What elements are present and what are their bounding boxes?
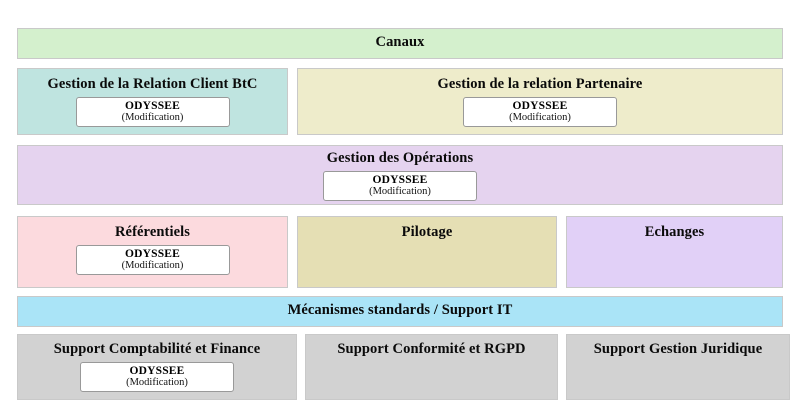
capability-panel-echanges: Echanges bbox=[566, 216, 783, 288]
odyssee-state: (Modification) bbox=[126, 377, 188, 388]
panel-title-canaux: Canaux bbox=[375, 34, 425, 50]
panel-title-referentiels: Référentiels bbox=[114, 224, 190, 240]
panel-title-relation-client-btc: Gestion de la Relation Client BtC bbox=[47, 76, 258, 92]
odyssee-box-relation-partenaire[interactable]: ODYSSEE(Modification) bbox=[463, 96, 617, 128]
capability-panel-mecanismes-standards: Mécanismes standards / Support IT bbox=[17, 296, 783, 327]
capability-panel-canaux: Canaux bbox=[17, 28, 783, 59]
capability-panel-support-conformite-rgpd: Support Conformité et RGPD bbox=[305, 334, 558, 400]
capability-panel-support-gestion-juridique: Support Gestion Juridique bbox=[566, 334, 790, 400]
odyssee-label: ODYSSEE bbox=[512, 99, 568, 112]
odyssee-box-referentiels[interactable]: ODYSSEE(Modification) bbox=[75, 244, 230, 276]
odyssee-box-support-comptabilite-finance[interactable]: ODYSSEE(Modification) bbox=[80, 361, 234, 393]
odyssee-state: (Modification) bbox=[121, 260, 184, 271]
odyssee-state: (Modification) bbox=[509, 112, 571, 123]
odyssee-state: (Modification) bbox=[121, 112, 184, 123]
odyssee-label: ODYSSEE bbox=[372, 173, 428, 186]
odyssee-label: ODYSSEE bbox=[124, 99, 181, 112]
panel-title-relation-partenaire: Gestion de la relation Partenaire bbox=[437, 76, 643, 92]
odyssee-box-gestion-operations[interactable]: ODYSSEE(Modification) bbox=[323, 170, 477, 202]
capability-panel-relation-client-btc: Gestion de la Relation Client BtC ODYSSEE… bbox=[17, 68, 288, 135]
odyssee-box-relation-client-btc[interactable]: ODYSSEE(Modification) bbox=[75, 96, 230, 128]
odyssee-label: ODYSSEE bbox=[129, 364, 185, 377]
panel-title-support-comptabilite-finance: Support Comptabilité et Finance bbox=[53, 341, 261, 357]
odyssee-state: (Modification) bbox=[369, 186, 431, 197]
odyssee-label: ODYSSEE bbox=[124, 247, 181, 260]
panel-title-echanges: Echanges bbox=[644, 224, 705, 240]
panel-title-gestion-operations: Gestion des Opérations bbox=[326, 150, 474, 166]
panel-title-support-gestion-juridique: Support Gestion Juridique bbox=[593, 341, 763, 357]
panel-title-pilotage: Pilotage bbox=[401, 224, 453, 240]
panel-title-support-conformite-rgpd: Support Conformité et RGPD bbox=[337, 341, 526, 357]
capability-panel-pilotage: Pilotage bbox=[297, 216, 557, 288]
panel-title-mecanismes-standards: Mécanismes standards / Support IT bbox=[287, 302, 513, 318]
